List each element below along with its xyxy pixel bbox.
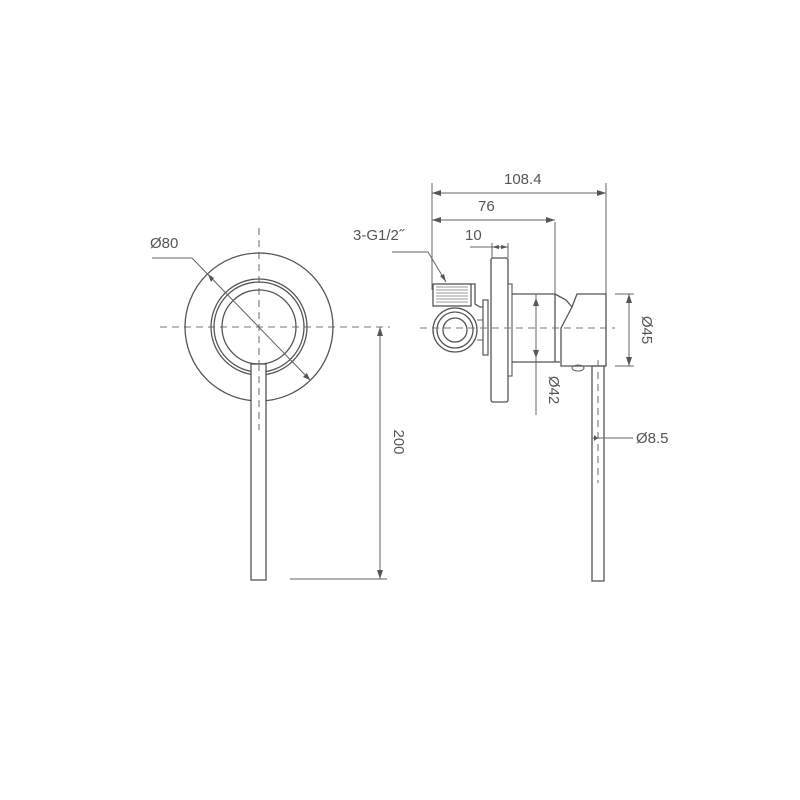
thread-leader — [392, 251, 447, 283]
dimension-42-label: Ø42 — [545, 376, 562, 404]
threaded-inlet — [432, 283, 472, 307]
inlet-fitting-inner — [442, 317, 468, 343]
diameter-leader — [152, 257, 311, 381]
side-view: 108.4 76 10 3-G1/2˝ — [353, 171, 669, 582]
dimension-10-label: 10 — [465, 227, 482, 244]
handle-side — [560, 293, 607, 367]
wall-plate — [490, 257, 509, 403]
thread-label: 3-G1/2˝ — [353, 227, 405, 244]
dimension-76-label: 76 — [478, 198, 495, 215]
height-200-label: 200 — [390, 429, 407, 454]
diameter-80-label: Ø80 — [150, 235, 178, 252]
inlet-fitting-outer — [432, 307, 478, 353]
lever-front — [250, 363, 267, 581]
front-view: Ø80 200 — [150, 228, 407, 581]
dimension-8-5-label: Ø8.5 — [636, 430, 669, 447]
dimension-45-label: Ø45 — [638, 316, 655, 344]
body-top-edge — [512, 293, 573, 308]
dimension-108-label: 108.4 — [504, 171, 542, 188]
plate-lip — [507, 283, 513, 377]
